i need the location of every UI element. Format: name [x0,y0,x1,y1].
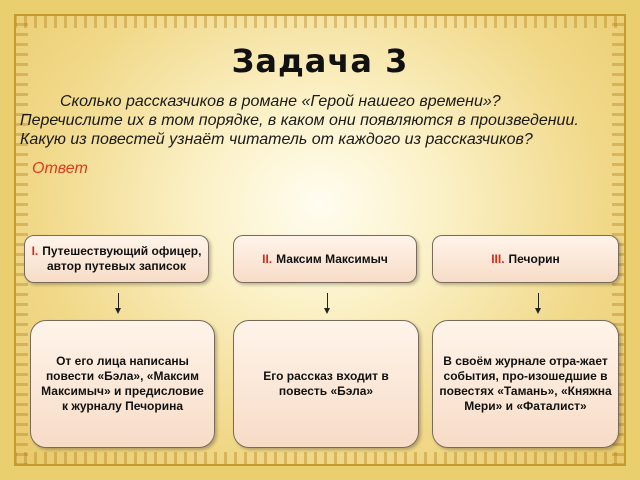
answer-label: Ответ [32,160,88,177]
narrator-1-numeral: I. [31,244,39,258]
narrator-3-text: III.Печорин [491,252,560,267]
question-text: Сколько рассказчиков в романе «Герой наш… [20,92,636,149]
story-box-1: От его лица написаны повести «Бэла», «Ма… [30,320,215,448]
question-line-3: Какую из повестей узнаёт читатель от каж… [20,131,533,148]
down-arrow-icon [535,293,541,314]
story-3-text: В своём журнале отра-жает события, про-и… [439,354,612,413]
question-line-1: Сколько рассказчиков в романе «Герой наш… [60,93,501,110]
narrator-box-1: I.Путешествующий офицер, автор путевых з… [24,235,209,283]
story-box-2: Его рассказ входит в повесть «Бэла» [233,320,419,448]
narrator-2-name: Максим Максимыч [276,251,388,266]
narrator-2-text: II.Максим Максимыч [262,252,388,267]
slide-title: Задача 3 [231,42,409,80]
narrator-1-text: I.Путешествующий офицер, автор путевых з… [31,244,202,274]
question-line-2: Перечислите их в том порядке, в каком он… [20,112,579,129]
down-arrow-icon [324,293,330,314]
down-arrow-icon [115,293,121,314]
narrator-3-numeral: III. [491,251,505,266]
story-2-text: Его рассказ входит в повесть «Бэла» [263,369,389,398]
inner-border [14,14,626,466]
story-box-3: В своём журнале отра-жает события, про-и… [432,320,619,448]
narrator-2-numeral: II. [262,251,273,266]
narrator-3-name: Печорин [508,251,560,266]
narrator-box-2: II.Максим Максимыч [233,235,417,283]
story-1-text: От его лица написаны повести «Бэла», «Ма… [41,354,204,413]
narrator-box-3: III.Печорин [432,235,619,283]
narrator-1-name: Путешествующий офицер, автор путевых зап… [42,244,202,273]
